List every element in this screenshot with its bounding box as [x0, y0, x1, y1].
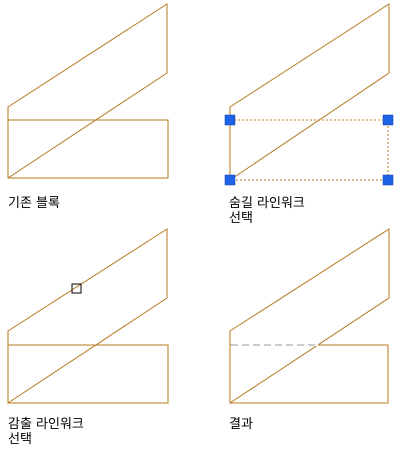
grip-top-right[interactable] [382, 114, 394, 126]
panel-select-hide [224, 3, 394, 186]
block-slanted-outline [7, 228, 168, 404]
block-rectangle [229, 344, 389, 404]
selected-rectangle-dashed [229, 119, 389, 181]
block-slanted-outline [229, 228, 390, 404]
caption-result: 결과 [229, 417, 253, 432]
grip-bottom-right[interactable] [382, 174, 394, 186]
panel-select-obscure [7, 228, 169, 404]
block-slanted-outline [229, 3, 390, 181]
panel-original-block [7, 3, 169, 179]
grip-top-left[interactable] [224, 114, 236, 126]
pick-box-cursor [71, 283, 82, 294]
block-rectangle [7, 344, 169, 404]
block-rectangle [7, 119, 169, 179]
panel-result [229, 228, 390, 404]
caption-select-obscure: 감출 라인워크 선택 [8, 417, 84, 447]
caption-select-hide: 숨길 라인워크 선택 [229, 196, 305, 226]
caption-original-block: 기존 블록 [8, 196, 60, 211]
grip-bottom-left[interactable] [224, 174, 236, 186]
block-slanted-outline [7, 3, 168, 179]
